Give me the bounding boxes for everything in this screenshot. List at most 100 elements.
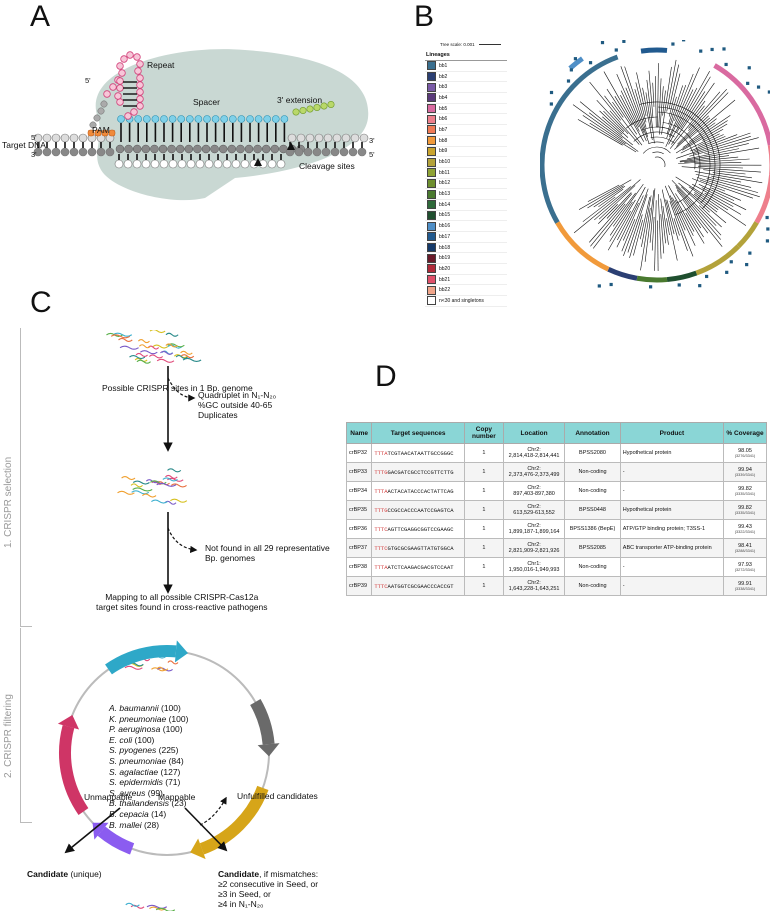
dna-base xyxy=(332,133,342,143)
legend-item: bb21 xyxy=(425,275,507,286)
legend-label: bb3 xyxy=(439,84,448,91)
tree-branch xyxy=(579,101,633,146)
coverage-value: 99.91 xyxy=(738,581,752,587)
tree-branch xyxy=(573,186,631,234)
target-dna-top-strand xyxy=(33,133,369,154)
candidate-mm-line-2: ≥3 in Seed, or xyxy=(218,889,271,899)
tree-branch xyxy=(590,203,626,247)
tree-branch-arc xyxy=(648,141,665,145)
dna-base xyxy=(357,147,367,157)
target-seq: AGTTCGAGGCGGTCCGAAGC xyxy=(387,525,454,533)
location-range: 1,899,187-1,899,164 xyxy=(508,529,560,535)
tree-branch xyxy=(676,87,698,127)
tree-branch xyxy=(616,74,647,142)
location-chr: Chr1: xyxy=(527,561,541,567)
tree-branch xyxy=(640,207,651,271)
extension-base xyxy=(299,107,307,115)
repeat-base xyxy=(116,62,124,70)
repeat-base xyxy=(103,90,111,98)
legend-label: n<30 and singletons xyxy=(439,297,484,304)
pathogen-item: S. pneumoniae (84) xyxy=(109,756,188,767)
crispr-site xyxy=(129,355,146,360)
marker-dot xyxy=(767,90,770,94)
crispr-site xyxy=(167,468,182,473)
tree-branch xyxy=(698,166,743,169)
tree-branch xyxy=(680,155,730,163)
tree-branch xyxy=(674,73,694,122)
legend-swatch xyxy=(427,275,436,285)
tree-branch xyxy=(669,105,705,149)
pathogen-name: S. pneumoniae xyxy=(109,755,167,766)
pathogen-count: (100) xyxy=(161,703,181,713)
crispr-site xyxy=(139,350,158,355)
pam-seq: TTTA xyxy=(374,487,388,495)
crispr-site xyxy=(112,332,133,337)
tree-branch xyxy=(704,143,749,155)
tree-branch xyxy=(589,122,637,153)
tree-branch xyxy=(676,76,711,133)
legend-label: bb19 xyxy=(439,255,451,262)
candidate-mismatch: Candidate, if mismatches: ≥2 consecutive… xyxy=(218,869,318,909)
legend-swatch xyxy=(427,61,436,71)
genome-arc-head xyxy=(57,714,80,730)
pam-base xyxy=(108,129,116,137)
crispr-site xyxy=(180,354,195,359)
legend-label: bb15 xyxy=(439,212,451,219)
tree-scale: Tree scale: 0.001 xyxy=(440,42,501,47)
marker-dot xyxy=(745,262,749,267)
tree-branch xyxy=(604,95,643,146)
tree-branch xyxy=(609,201,633,236)
marker-dot xyxy=(729,260,733,264)
coverage-value: 99.82 xyxy=(738,486,752,492)
crispr-site xyxy=(146,904,168,909)
legend-label: bb6 xyxy=(439,116,448,123)
tree-branch-arc xyxy=(639,101,721,209)
legend-item: bb12 xyxy=(425,178,507,190)
pathogen-count: (14) xyxy=(151,808,167,819)
marker-dot xyxy=(649,285,653,289)
pathogen-count: (225) xyxy=(158,745,179,756)
tree-branch xyxy=(594,179,641,221)
dna-base xyxy=(276,159,286,169)
spacer-base xyxy=(117,115,125,123)
pathogen-count: (28) xyxy=(143,819,160,830)
cell-target: TTTGGACGATCGCCTCCGTTCTTG xyxy=(371,462,465,482)
cell-product: - xyxy=(619,557,725,577)
cell-target: TTTAACTACATACCCACTATTCAG xyxy=(371,481,465,501)
tree-branch xyxy=(693,134,738,152)
tree-branch xyxy=(678,158,750,164)
coverage-count: (3272/3341) xyxy=(734,568,756,572)
location-range: 2,821,909-2,821,926 xyxy=(508,548,560,554)
spacer-strand xyxy=(117,115,289,142)
tree-branch xyxy=(681,186,710,213)
cell-name: crBP37 xyxy=(345,538,373,558)
target-dna-bottom-strand xyxy=(33,142,367,169)
mappable-label: Mappable xyxy=(158,792,196,802)
tree-branch xyxy=(660,198,666,244)
crispr-site xyxy=(170,498,188,503)
target-seq: AATGGTCGCGAACCCACCGT xyxy=(387,582,454,590)
tree-branch xyxy=(598,204,618,224)
legend-label: bb2 xyxy=(439,73,448,80)
pathogen-count: (99) xyxy=(147,787,163,798)
mapping-line-2: target sites found in cross-reactive pat… xyxy=(96,602,268,612)
crispr-site xyxy=(156,482,177,487)
repeat-base xyxy=(136,88,144,96)
legend-swatch xyxy=(427,243,436,253)
dna-base xyxy=(175,144,185,154)
cell-annotation: Non-coding xyxy=(564,576,621,596)
spacer-base xyxy=(254,115,263,123)
legend-swatch xyxy=(427,200,436,210)
cell-product: - xyxy=(619,462,725,482)
spacer-base xyxy=(186,115,194,123)
dna-base xyxy=(261,144,271,154)
stage2-divider xyxy=(20,628,21,822)
marker-dot xyxy=(600,40,605,45)
dna-base xyxy=(312,147,322,157)
pathogen-item: A. baumannii (100) xyxy=(109,703,188,714)
tree-branch xyxy=(692,178,726,192)
three-prime-bottom: 3' xyxy=(31,150,37,159)
tree-branch xyxy=(666,218,670,236)
tree-branch xyxy=(687,208,702,229)
